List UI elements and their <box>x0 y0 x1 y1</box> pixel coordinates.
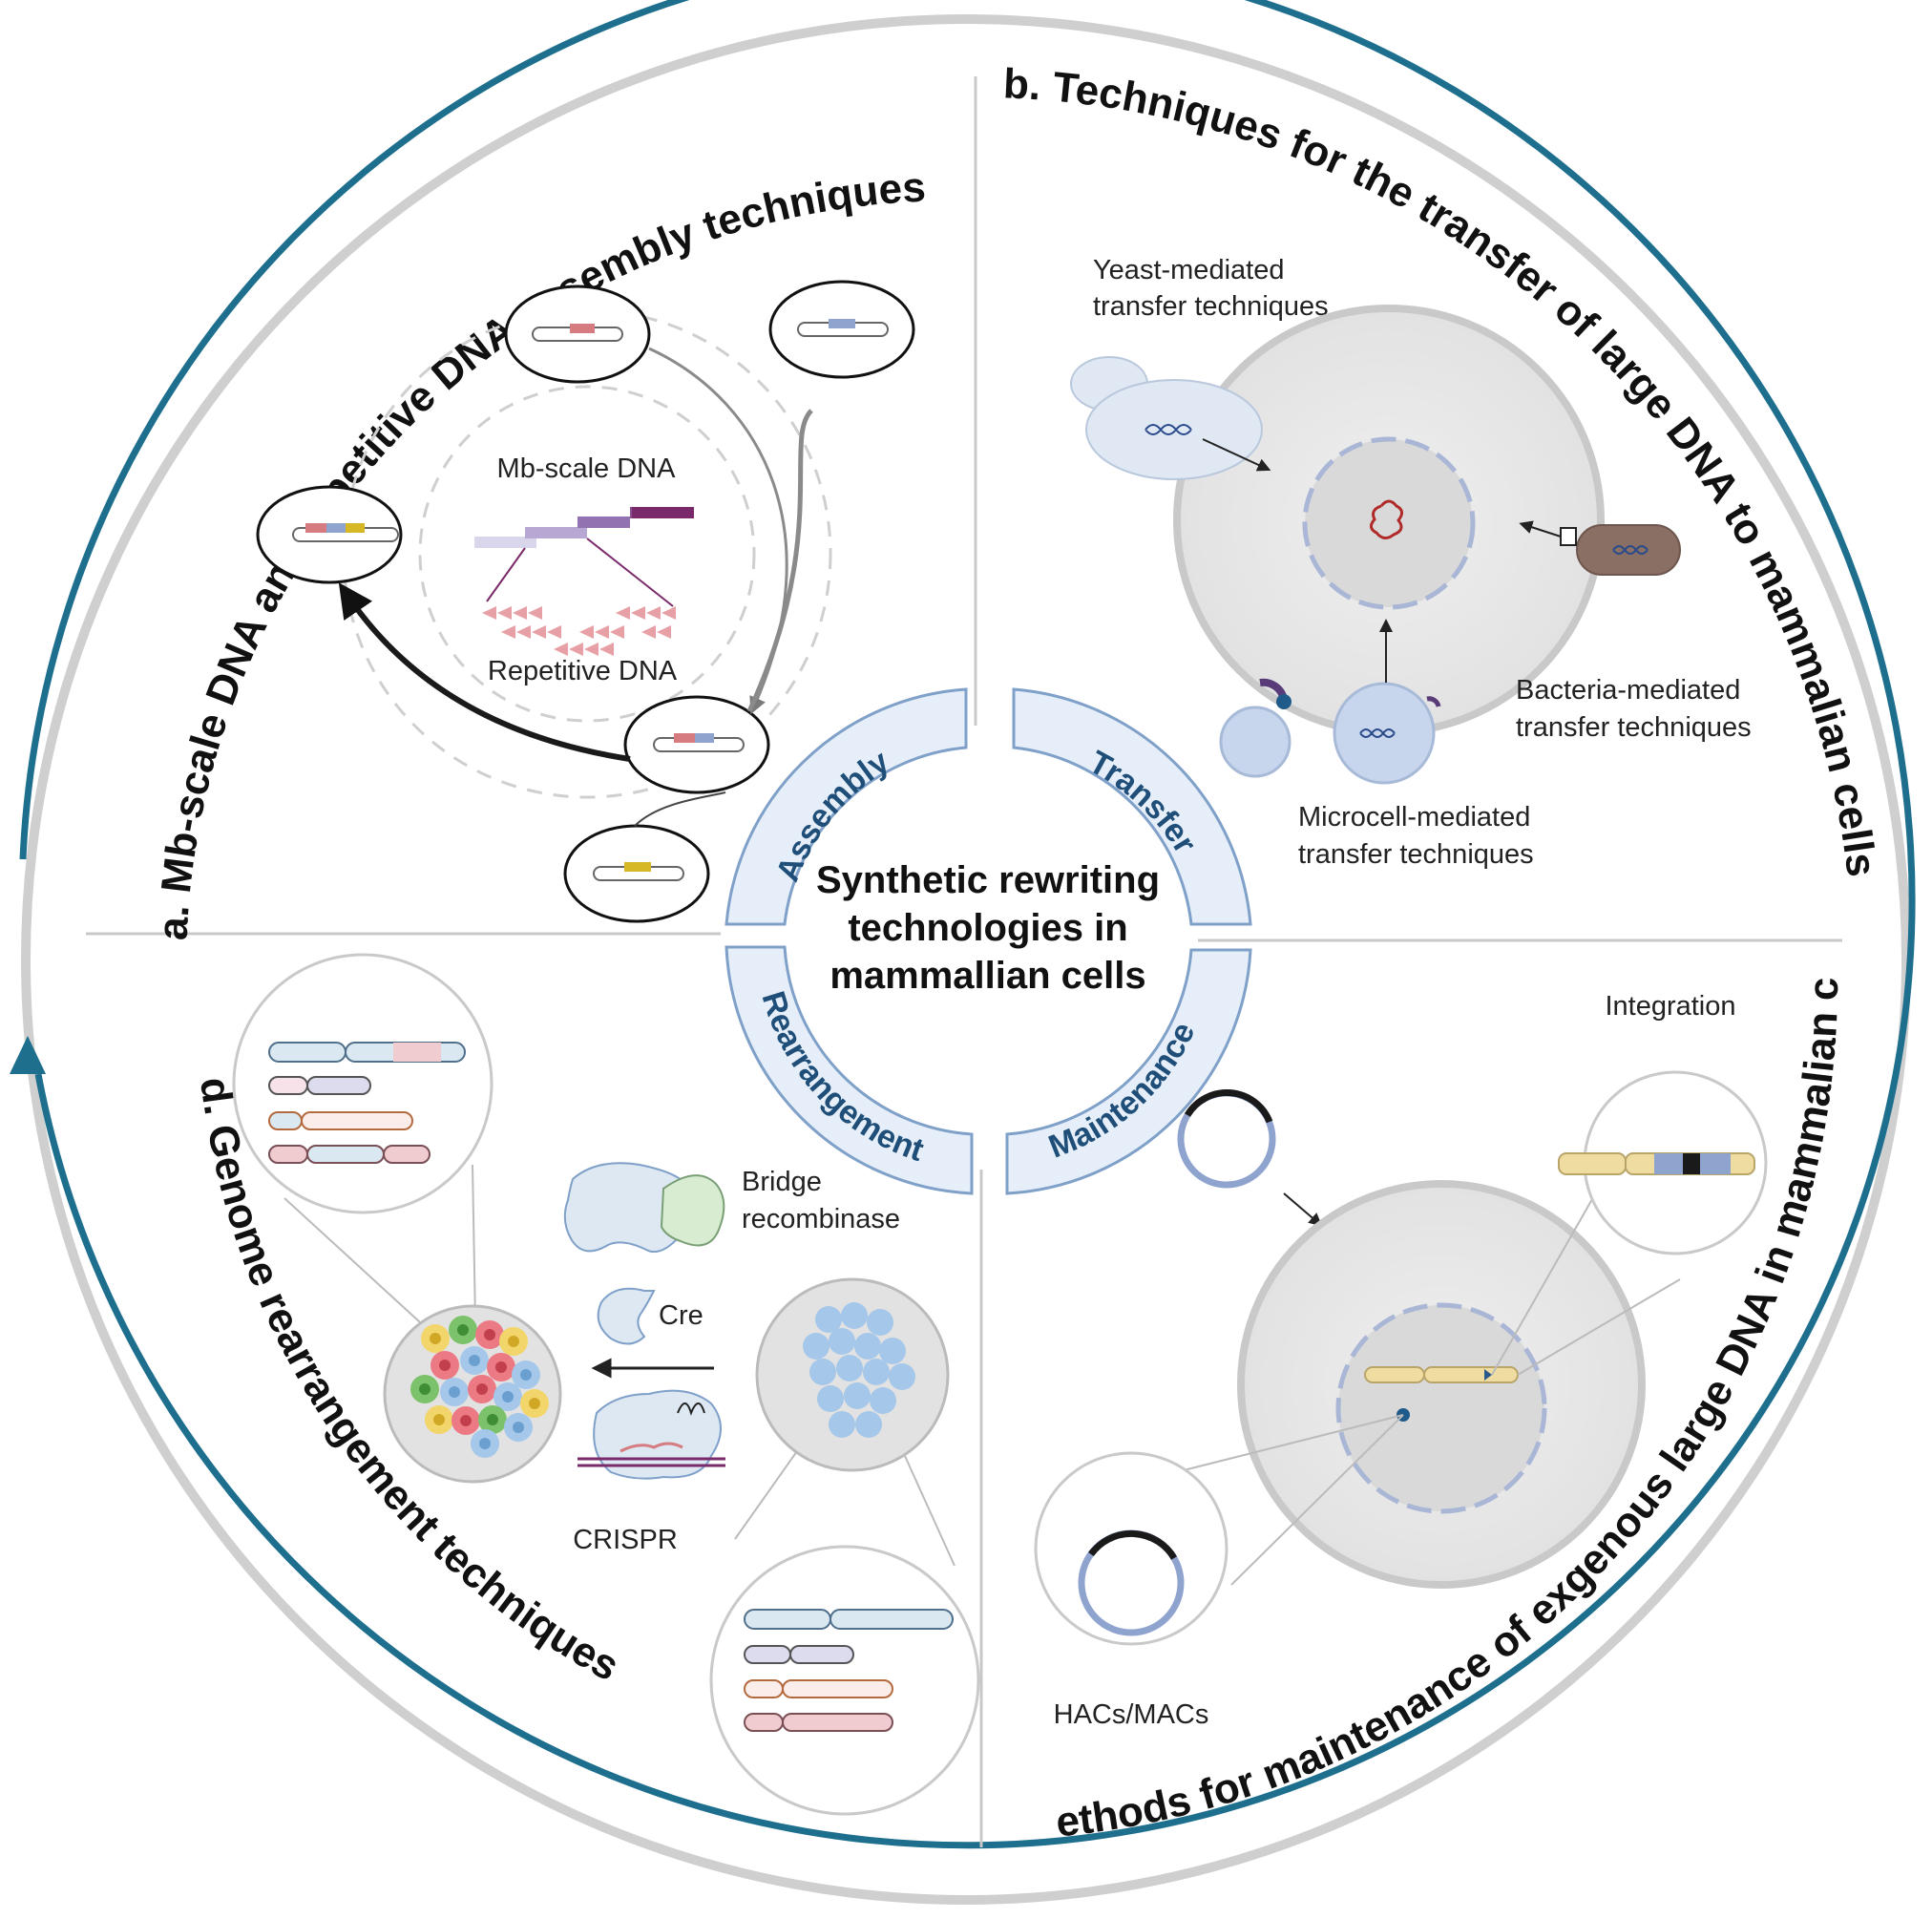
microcell-label-line1: Microcell-mediated <box>1298 802 1530 833</box>
inner-dashed-circle <box>418 385 756 723</box>
assembly-arrow-black <box>338 582 631 762</box>
panel-a: Mb-scale DNA Repetitive DNA <box>256 280 915 923</box>
microcell-icons <box>1219 678 1441 785</box>
bridge-label-line1: Bridge <box>742 1167 822 1197</box>
zoom-line-hac <box>1183 1414 1404 1471</box>
integration-label: Integration <box>1605 991 1735 1022</box>
hacs-macs-label: HACs/MACs <box>1054 1699 1209 1730</box>
segment-transfer <box>1012 687 1252 926</box>
plasmid-assembled-three <box>256 485 403 584</box>
plasmid-vector-yellow <box>563 824 710 923</box>
plasmid-vector-pink <box>504 285 651 384</box>
hac-zoom-circle <box>1034 1451 1228 1646</box>
zoom-line-original-right <box>904 1455 956 1567</box>
yeast-label-line2: transfer techniques <box>1093 291 1329 322</box>
assembly-cycle-dashed-circle <box>342 308 832 799</box>
circular-dna-top <box>1177 1088 1276 1189</box>
yeast-transfer-arrow <box>1202 438 1271 472</box>
bridge-recombinase-icon <box>563 1162 725 1254</box>
zoom-line-original-left <box>734 1450 798 1540</box>
mb-scale-dna-staircase <box>474 507 694 548</box>
outer-ring-arrow <box>19 0 1916 1849</box>
plasmid-assembled-two <box>623 695 770 794</box>
original-chromosomes-zoom <box>709 1545 980 1816</box>
cre-label: Cre <box>659 1300 704 1331</box>
integrated-chromosome <box>1364 1366 1519 1383</box>
cre-recombinase-icon <box>597 1287 656 1345</box>
segment-maintenance <box>1005 948 1252 1195</box>
microcell-label-line2: transfer techniques <box>1298 839 1534 870</box>
yeast-cell-icon <box>1070 356 1263 480</box>
zoom-line-right <box>586 538 674 607</box>
bacteria-transfer-arrow <box>1519 520 1562 538</box>
crispr-icon <box>578 1389 725 1480</box>
rearranged-chromosomes-zoom <box>232 953 494 1214</box>
bridge-label-line2: recombinase <box>742 1204 900 1234</box>
host-nucleus <box>1335 1302 1547 1514</box>
chromosome-squiggle-icon <box>1370 499 1403 539</box>
center-title-line3: mammallian cells <box>830 955 1145 997</box>
plasmid-vector-blue <box>768 280 915 379</box>
mixed-cells-circle <box>383 1304 562 1484</box>
assembly-arrow-gray-thick <box>746 409 813 713</box>
assembly-arrow-gray <box>648 347 788 715</box>
bacteria-label-line1: Bacteria-mediated <box>1516 675 1740 706</box>
crispr-label: CRISPR <box>573 1525 678 1555</box>
zoom-line-left <box>486 547 526 602</box>
repetitive-dna-arrows <box>482 606 676 656</box>
zoom-line-integration-2 <box>1517 1278 1681 1376</box>
panel-d: Bridge recombinase Cre CRISPR <box>232 953 980 1816</box>
maintenance-arrow <box>1283 1192 1323 1227</box>
segment-assembly <box>724 687 968 926</box>
zoom-line-hac-2 <box>1230 1414 1404 1586</box>
outer-frame <box>10 0 1916 1905</box>
integration-zoom-circle <box>1558 1070 1768 1255</box>
yeast-label-line1: Yeast-mediated <box>1093 255 1284 285</box>
center-hub: Assembly Transfer Rearrangement Maintena… <box>724 687 1252 1195</box>
mb-scale-dna-label: Mb-scale DNA <box>497 453 677 484</box>
outer-gray-circle <box>21 14 1911 1905</box>
zoom-line-rearranged-left <box>284 1197 421 1323</box>
segment-rearrangement <box>724 945 974 1195</box>
center-title-line1: Synthetic rewriting <box>816 859 1160 901</box>
original-cells-circle <box>755 1277 950 1472</box>
zoom-line-integration <box>1491 1178 1605 1376</box>
zoom-line-rearranged-right <box>472 1164 476 1323</box>
bacteria-icon <box>1560 524 1681 576</box>
center-title-line2: technologies in <box>848 907 1127 949</box>
cell-nucleus <box>1302 436 1476 610</box>
bacteria-label-line2: transfer techniques <box>1516 712 1752 743</box>
panel-b: Yeast-mediated transfer techniques Bacte… <box>1070 255 1752 870</box>
assembly-link-line <box>634 791 726 827</box>
repetitive-dna-label: Repetitive DNA <box>488 656 678 686</box>
microcell-small <box>1219 706 1292 778</box>
ring-arrowhead-icon <box>10 1036 46 1074</box>
panel-c: Integration HA <box>1034 991 1768 1730</box>
